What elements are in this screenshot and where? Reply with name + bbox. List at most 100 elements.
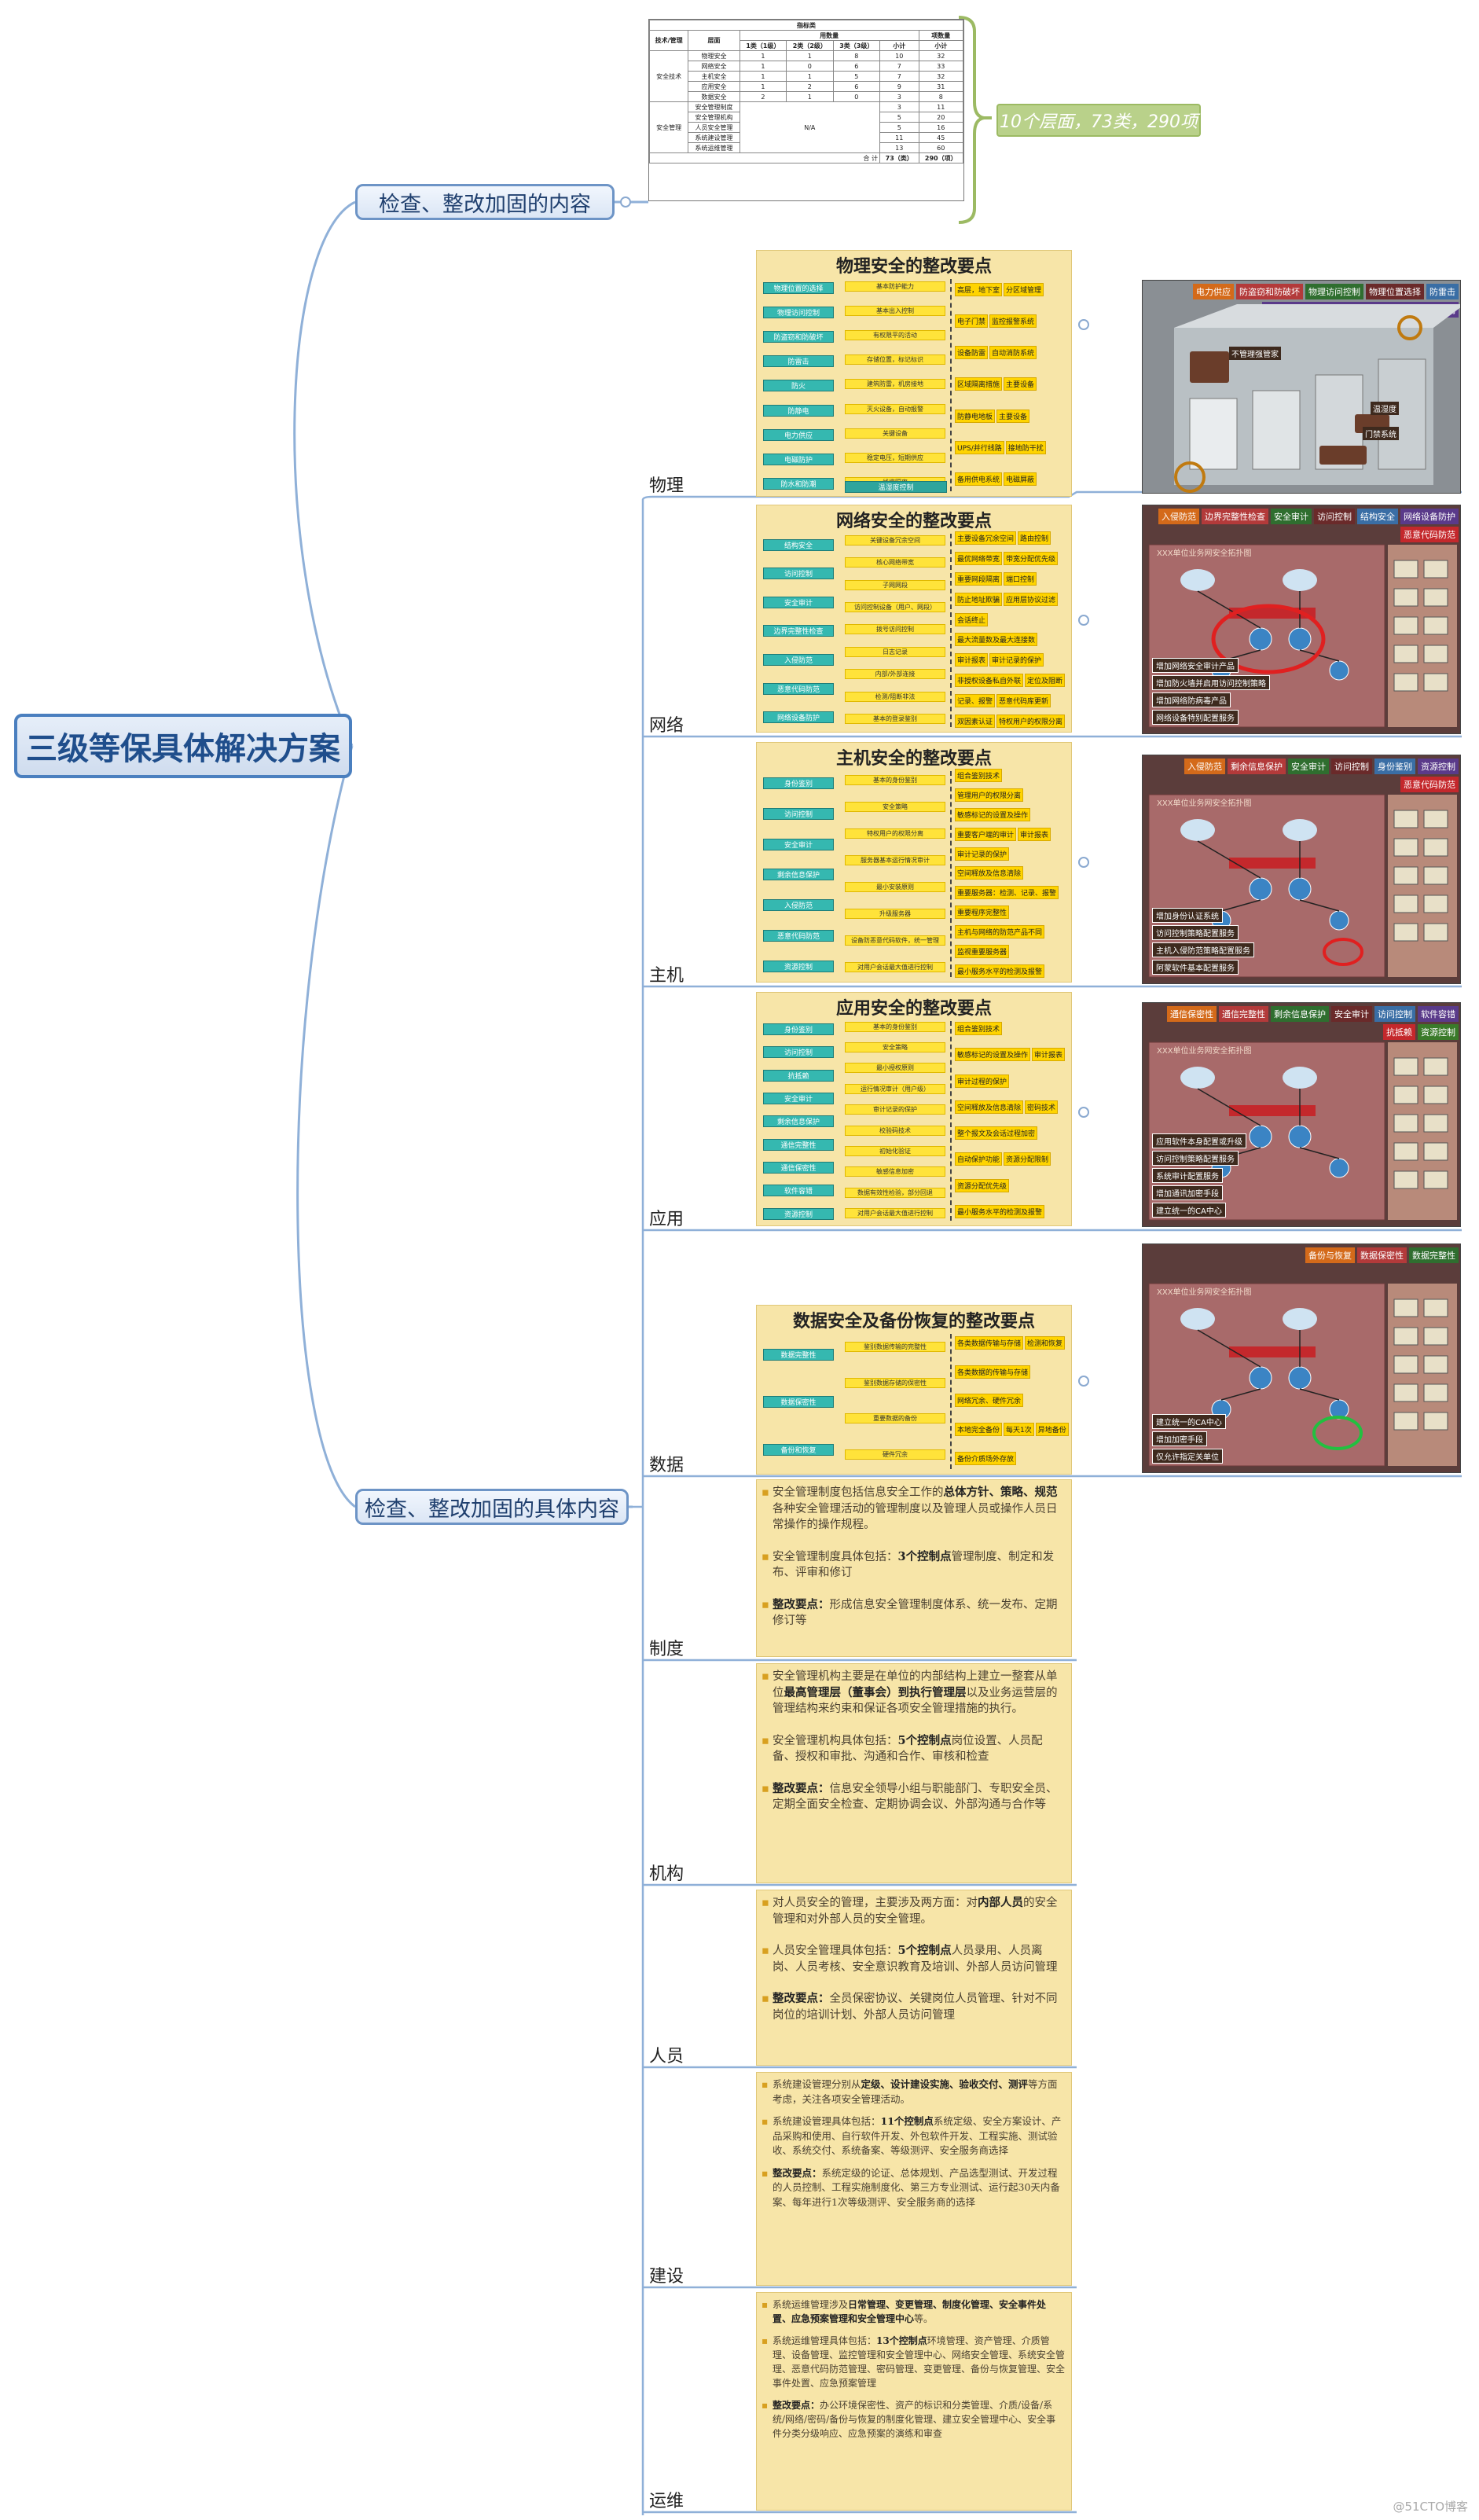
leaf-personnel[interactable]: 人员	[649, 2047, 684, 2066]
enhanced-requirement: 双因素认证	[955, 714, 996, 728]
enhanced-requirement: 网络冗余、硬件冗余	[955, 1394, 1024, 1408]
basic-requirement: 关键设备冗余空间	[845, 534, 945, 546]
paragraph-bold: 整改要点：	[773, 1992, 830, 2005]
topology-thumbnail[interactable]: 电力供应防盗窃和防破坏物理访问控制物理位置选择防雷击防静电、防火、防水和防潮、防…	[1142, 280, 1461, 494]
table-cell: 32	[918, 50, 964, 61]
table-subheader: 1类（1级）	[739, 40, 787, 51]
thumbnail-tag: 数据保密性	[1357, 1247, 1407, 1263]
paragraph-post: 等方面考虑，关注各项安全管理活动。	[773, 2078, 1058, 2105]
paragraph-pre: 系统建设管理分别从	[773, 2078, 861, 2090]
basic-requirement: 重要数据的备份	[845, 1413, 945, 1424]
management-paragraph: ▪安全管理制度包括信息安全工作的总体方针、策略、规范各种安全管理活动的管理制度以…	[762, 1485, 1065, 1534]
enhanced-requirement: 审计报表	[955, 653, 989, 667]
root-topic[interactable]: 三级等保具体解决方案	[14, 714, 352, 778]
leaf-host[interactable]: 主机	[649, 966, 684, 986]
table-cell: 60	[918, 142, 964, 153]
table-cell: 13	[879, 142, 919, 153]
control-category: 资源控制	[763, 1207, 834, 1220]
paragraph-bold: 总体方针、策略、规范	[943, 1486, 1058, 1499]
topology-diagram	[1148, 794, 1457, 978]
table-cell: 人员安全管理	[688, 122, 740, 133]
thumbnail-tag: 边界完整性检查	[1202, 509, 1268, 524]
leaf-operations[interactable]: 运维	[649, 2492, 684, 2511]
branch-detailed-content[interactable]: 检查、整改加固的具体内容	[355, 1489, 629, 1525]
enhanced-requirement: 主要设备冗余空间	[955, 531, 1017, 546]
leaf-network[interactable]: 网络	[649, 716, 684, 736]
table-cell: 45	[918, 132, 964, 143]
table-cell: 33	[918, 61, 964, 72]
bullet-icon: ▪	[762, 2299, 769, 2310]
thumbnail-labels: XXX单位业务网安全拓扑图增加网络安全审计产品增加防火墙并启用访问控制策略增加网…	[1149, 545, 1385, 727]
thumbnail-tag: 资源控制	[1418, 759, 1459, 774]
thumbnail-label: 仅允许指定关单位	[1152, 1449, 1223, 1464]
enhanced-requirement: 应用层协议过滤	[1004, 592, 1059, 606]
thumbnail-tag: 防雷击	[1426, 284, 1459, 299]
management-paragraph: ▪安全管理机构具体包括：5个控制点岗位设置、人员配备、授权和审批、沟通和合作、审…	[762, 1733, 1065, 1765]
table-cell: 1	[786, 50, 834, 61]
control-category: 结构安全	[763, 538, 834, 551]
enhanced-requirement: 重要服务器：检测、记录、报警	[955, 886, 1059, 900]
leaf-physical[interactable]: 物理	[649, 476, 684, 496]
thumbnail-labels: XXX单位业务网安全拓扑图增加身份认证系统访问控制策略配置服务主机入侵防范策略配…	[1149, 795, 1385, 977]
collapse-toggle[interactable]	[1078, 857, 1089, 868]
control-category: 安全审计	[763, 838, 834, 850]
collapse-toggle[interactable]	[620, 197, 631, 208]
table-cell: 9	[879, 81, 919, 92]
thumbnail-tag: 安全审计	[1288, 759, 1329, 774]
table-cell: 20	[918, 112, 964, 123]
enhanced-requirement: 自动保护功能	[955, 1152, 1003, 1166]
basic-requirement: 最小授权原则	[845, 1063, 945, 1074]
leaf-data[interactable]: 数据	[649, 1456, 684, 1475]
paragraph-post: 信息安全领导小组与职能部门、专职安全员、定期全面安全检查、定期协调会议、外部沟通…	[773, 1782, 1058, 1812]
table-group: 安全技术	[648, 50, 689, 102]
table-cell: 1	[739, 61, 787, 72]
collapse-toggle[interactable]	[1078, 1376, 1089, 1387]
thumbnail-tag: 抗抵赖	[1383, 1024, 1415, 1040]
control-category: 抗抵赖	[763, 1069, 834, 1082]
control-category: 防水和防潮	[763, 477, 834, 490]
control-category: 电力供应	[763, 428, 834, 441]
management-paragraph: ▪安全管理制度具体包括：3个控制点管理制度、制定和发布、评审和修订	[762, 1549, 1065, 1581]
paragraph-pre: 对人员安全的管理，主要涉及两方面：对	[773, 1897, 978, 1909]
leaf-policy[interactable]: 制度	[649, 1640, 684, 1659]
thumbnail-label: 访问控制策略配置服务	[1152, 925, 1239, 940]
table-group: 安全管理	[648, 101, 689, 153]
paragraph-bold: 内部人员	[978, 1896, 1023, 1909]
table-total: 73（类）	[879, 152, 919, 163]
enhanced-requirement: 每天1次	[1004, 1423, 1034, 1437]
table-cell: 1	[739, 71, 787, 82]
leaf-construction[interactable]: 建设	[649, 2267, 684, 2287]
basic-requirement: 检测/阻断非法	[845, 691, 945, 702]
collapse-toggle[interactable]	[1078, 615, 1089, 626]
leaf-application[interactable]: 应用	[649, 1210, 684, 1229]
thumbnail-label: 应用软件本身配置或升级	[1152, 1133, 1246, 1148]
branch-inspection-content[interactable]: 检查、整改加固的内容	[355, 184, 615, 220]
thumbnail-labels: XXX单位业务网安全拓扑图建立统一的CA中心增加加密手段仅允许指定关单位	[1149, 1284, 1385, 1466]
bullet-icon: ▪	[762, 2115, 769, 2127]
leaf-organization[interactable]: 机构	[649, 1864, 684, 1884]
level-divider	[950, 1334, 952, 1469]
basic-requirement: 硬件冗余	[845, 1449, 945, 1460]
collapse-toggle[interactable]	[1078, 1107, 1089, 1118]
paragraph-bold: 整改要点：	[773, 1781, 830, 1795]
control-category: 恶意代码防范	[763, 930, 834, 942]
thumbnail-tag: 物理位置选择	[1366, 284, 1424, 299]
paragraph-bold: 5个控制点	[897, 1733, 952, 1747]
thumbnail-tag: 结构安全	[1357, 509, 1398, 524]
enhanced-requirement: 管理用户的权限分离	[955, 788, 1024, 802]
collapse-toggle[interactable]	[1078, 319, 1089, 330]
control-category: 防雷击	[763, 355, 834, 368]
paragraph-bold: 3个控制点	[897, 1549, 952, 1563]
paragraph-pre: 系统运维管理具体包括：	[773, 2335, 877, 2346]
branch-label: 检查、整改加固的内容	[379, 192, 591, 217]
management-panel: ▪安全管理机构主要是在单位的内部结构上建立一整套从单位最高管理层（董事会）到执行…	[756, 1663, 1072, 1883]
basic-requirement: 校验码技术	[845, 1125, 945, 1136]
